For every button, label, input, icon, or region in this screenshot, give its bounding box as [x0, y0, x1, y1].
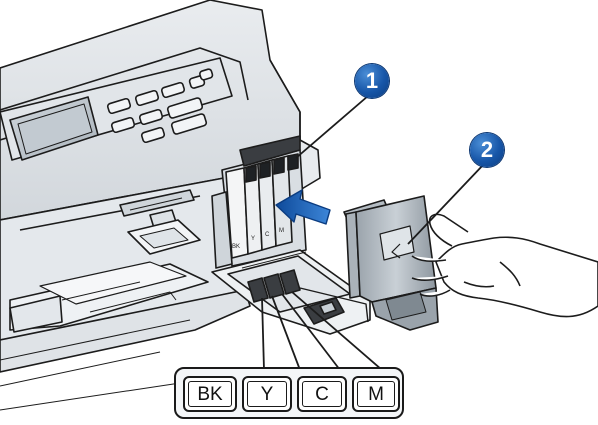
insert-arrow-icon: [275, 189, 331, 225]
label-yellow: Y: [242, 376, 292, 412]
cartridge-bay: BK Y C M: [211, 135, 371, 335]
svg-text:BK: BK: [232, 244, 240, 250]
label-cyan: C: [297, 376, 347, 412]
ink-cartridge-illustration: [343, 195, 439, 331]
svg-text:Y: Y: [251, 236, 255, 242]
svg-text:M: M: [279, 228, 284, 234]
svg-text:C: C: [265, 232, 270, 238]
step-1-callout: 1: [355, 64, 389, 98]
label-black-text: BK: [188, 381, 232, 407]
hand-illustration: [411, 213, 598, 318]
label-black: BK: [183, 376, 237, 412]
label-magenta-text: M: [357, 381, 395, 407]
printer-illustration: [0, 0, 321, 411]
leader-lines: [261, 95, 485, 371]
label-yellow-text: Y: [247, 381, 287, 407]
ink-color-labels: BK Y C M: [174, 367, 404, 419]
label-cyan-text: C: [302, 381, 342, 407]
label-magenta: M: [352, 376, 400, 412]
step-2-callout: 2: [470, 133, 504, 167]
installed-cartridges: BK Y C M: [225, 155, 293, 259]
